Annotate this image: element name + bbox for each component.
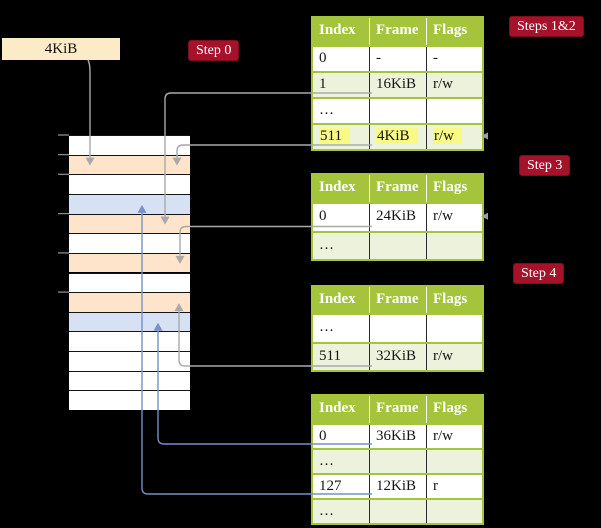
- column-header-flags: Flags: [426, 175, 482, 202]
- table-cell: 32KiB: [369, 343, 426, 370]
- table-cell: 127: [319, 478, 342, 494]
- memory-frame-8kib: [69, 174, 190, 194]
- column-header-frame: Frame: [369, 175, 426, 202]
- table-cell: [369, 450, 426, 473]
- column-header-frame: Frame: [369, 18, 426, 45]
- table-cell: r/w: [426, 204, 482, 231]
- table-cell: …: [319, 102, 334, 118]
- table-cell: 24KiB: [369, 204, 426, 231]
- memory-frame-48kib: [69, 370, 190, 391]
- table-cell: …: [319, 236, 334, 253]
- table-row: …: [313, 498, 482, 523]
- memory-frame-12kib: [69, 193, 190, 214]
- table-cell: -: [369, 47, 426, 71]
- table-row: …: [313, 97, 482, 123]
- table-cell: [369, 315, 426, 342]
- table-cell: …: [319, 453, 334, 469]
- table-cell: r/w: [426, 73, 482, 97]
- page-size-box: 4KiB: [2, 38, 120, 60]
- table-cell: -: [426, 47, 482, 71]
- badge-step-3: Step 3: [519, 155, 571, 176]
- column-header-frame: Frame: [369, 396, 426, 423]
- memory-frame-52kib: [69, 390, 190, 410]
- badge-step-4: Step 4: [513, 263, 565, 284]
- column-header-index: Index: [319, 179, 356, 195]
- table-cell: 0: [319, 50, 327, 66]
- table-cell: [426, 315, 482, 342]
- table-cell: 511: [313, 125, 369, 149]
- table-row: …: [313, 313, 482, 342]
- memory-frame-0kib: [69, 135, 190, 155]
- table-row: …: [313, 230, 482, 259]
- table-row: …: [313, 448, 482, 473]
- column-header-flags: Flags: [426, 18, 482, 45]
- table-cell: [369, 232, 426, 259]
- table-cell: 511: [319, 347, 341, 364]
- memory-frame-40kib: [69, 331, 190, 352]
- column-header-index: Index: [319, 291, 356, 307]
- badge-step-0: Step 0: [188, 40, 240, 61]
- memory-frame-28kib: [69, 272, 190, 293]
- table-cell: 4KiB: [369, 125, 426, 149]
- column-header-flags: Flags: [426, 287, 482, 313]
- memory-frame-32kib: [69, 292, 190, 312]
- memory-frame-44kib: [69, 351, 190, 371]
- table-cell: 1: [319, 76, 327, 92]
- badge-steps-1-2: Steps 1&2: [509, 16, 584, 37]
- memory-frame-4kib: [69, 154, 190, 175]
- table-cell: [369, 99, 426, 123]
- memory-frame-16kib: [69, 213, 190, 234]
- table-cell: …: [319, 319, 334, 335]
- table-cell: [369, 500, 426, 523]
- table-cell: r/w: [426, 343, 482, 370]
- table-cell: r/w: [426, 425, 482, 448]
- table-cell: 36KiB: [369, 425, 426, 448]
- column-header-frame: Frame: [369, 287, 426, 313]
- table-cell: r/w: [426, 125, 482, 149]
- memory-frame-36kib: [69, 311, 190, 332]
- table-cell: [426, 232, 482, 259]
- table-cell: 0: [319, 208, 327, 224]
- table-cell: 12KiB: [369, 475, 426, 498]
- table-cell: [426, 99, 482, 123]
- column-header-flags: Flags: [426, 396, 482, 423]
- memory-frame-24kib: [69, 252, 190, 273]
- table-cell: 0: [319, 428, 327, 444]
- column-header-index: Index: [319, 400, 356, 416]
- table-cell: r: [426, 475, 482, 498]
- memory-frame-20kib: [69, 233, 190, 253]
- column-header-index: Index: [319, 22, 356, 38]
- table-row: 0 --: [313, 45, 482, 71]
- table-cell: 16KiB: [369, 73, 426, 97]
- table-cell: …: [319, 503, 334, 519]
- table-cell: [426, 500, 482, 523]
- table-cell: [426, 450, 482, 473]
